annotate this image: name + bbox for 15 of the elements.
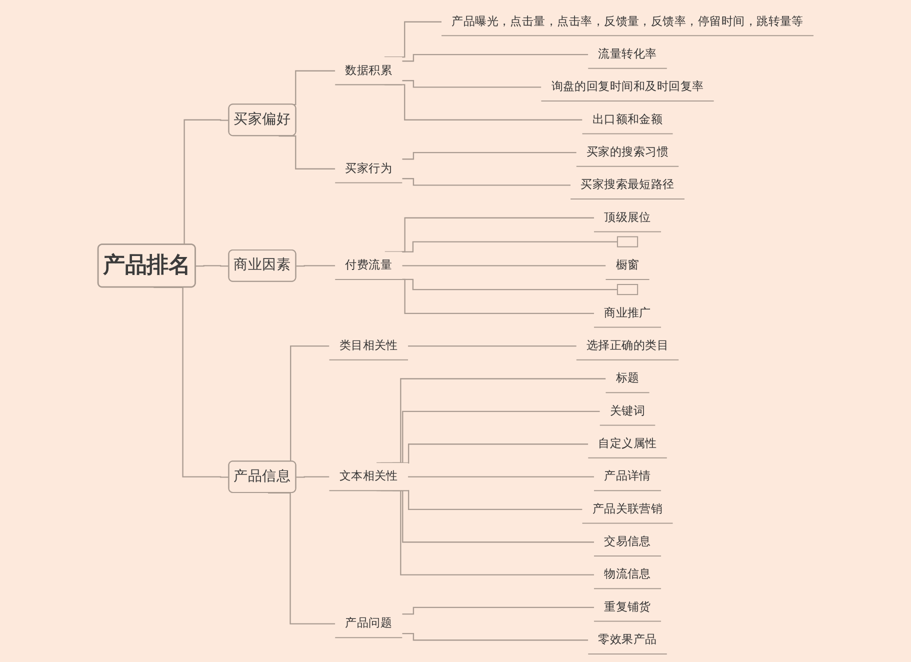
connector <box>402 178 570 186</box>
node-box <box>616 284 638 296</box>
connector <box>408 476 594 478</box>
connector <box>400 241 618 252</box>
connector <box>408 346 576 347</box>
connector <box>402 152 576 160</box>
connector <box>296 476 329 478</box>
connector <box>402 80 541 88</box>
connector <box>195 265 229 267</box>
connector <box>402 606 594 615</box>
node-box <box>616 236 638 248</box>
connector <box>402 632 588 641</box>
connector <box>402 54 588 62</box>
connector <box>402 265 606 266</box>
connector <box>296 265 335 267</box>
